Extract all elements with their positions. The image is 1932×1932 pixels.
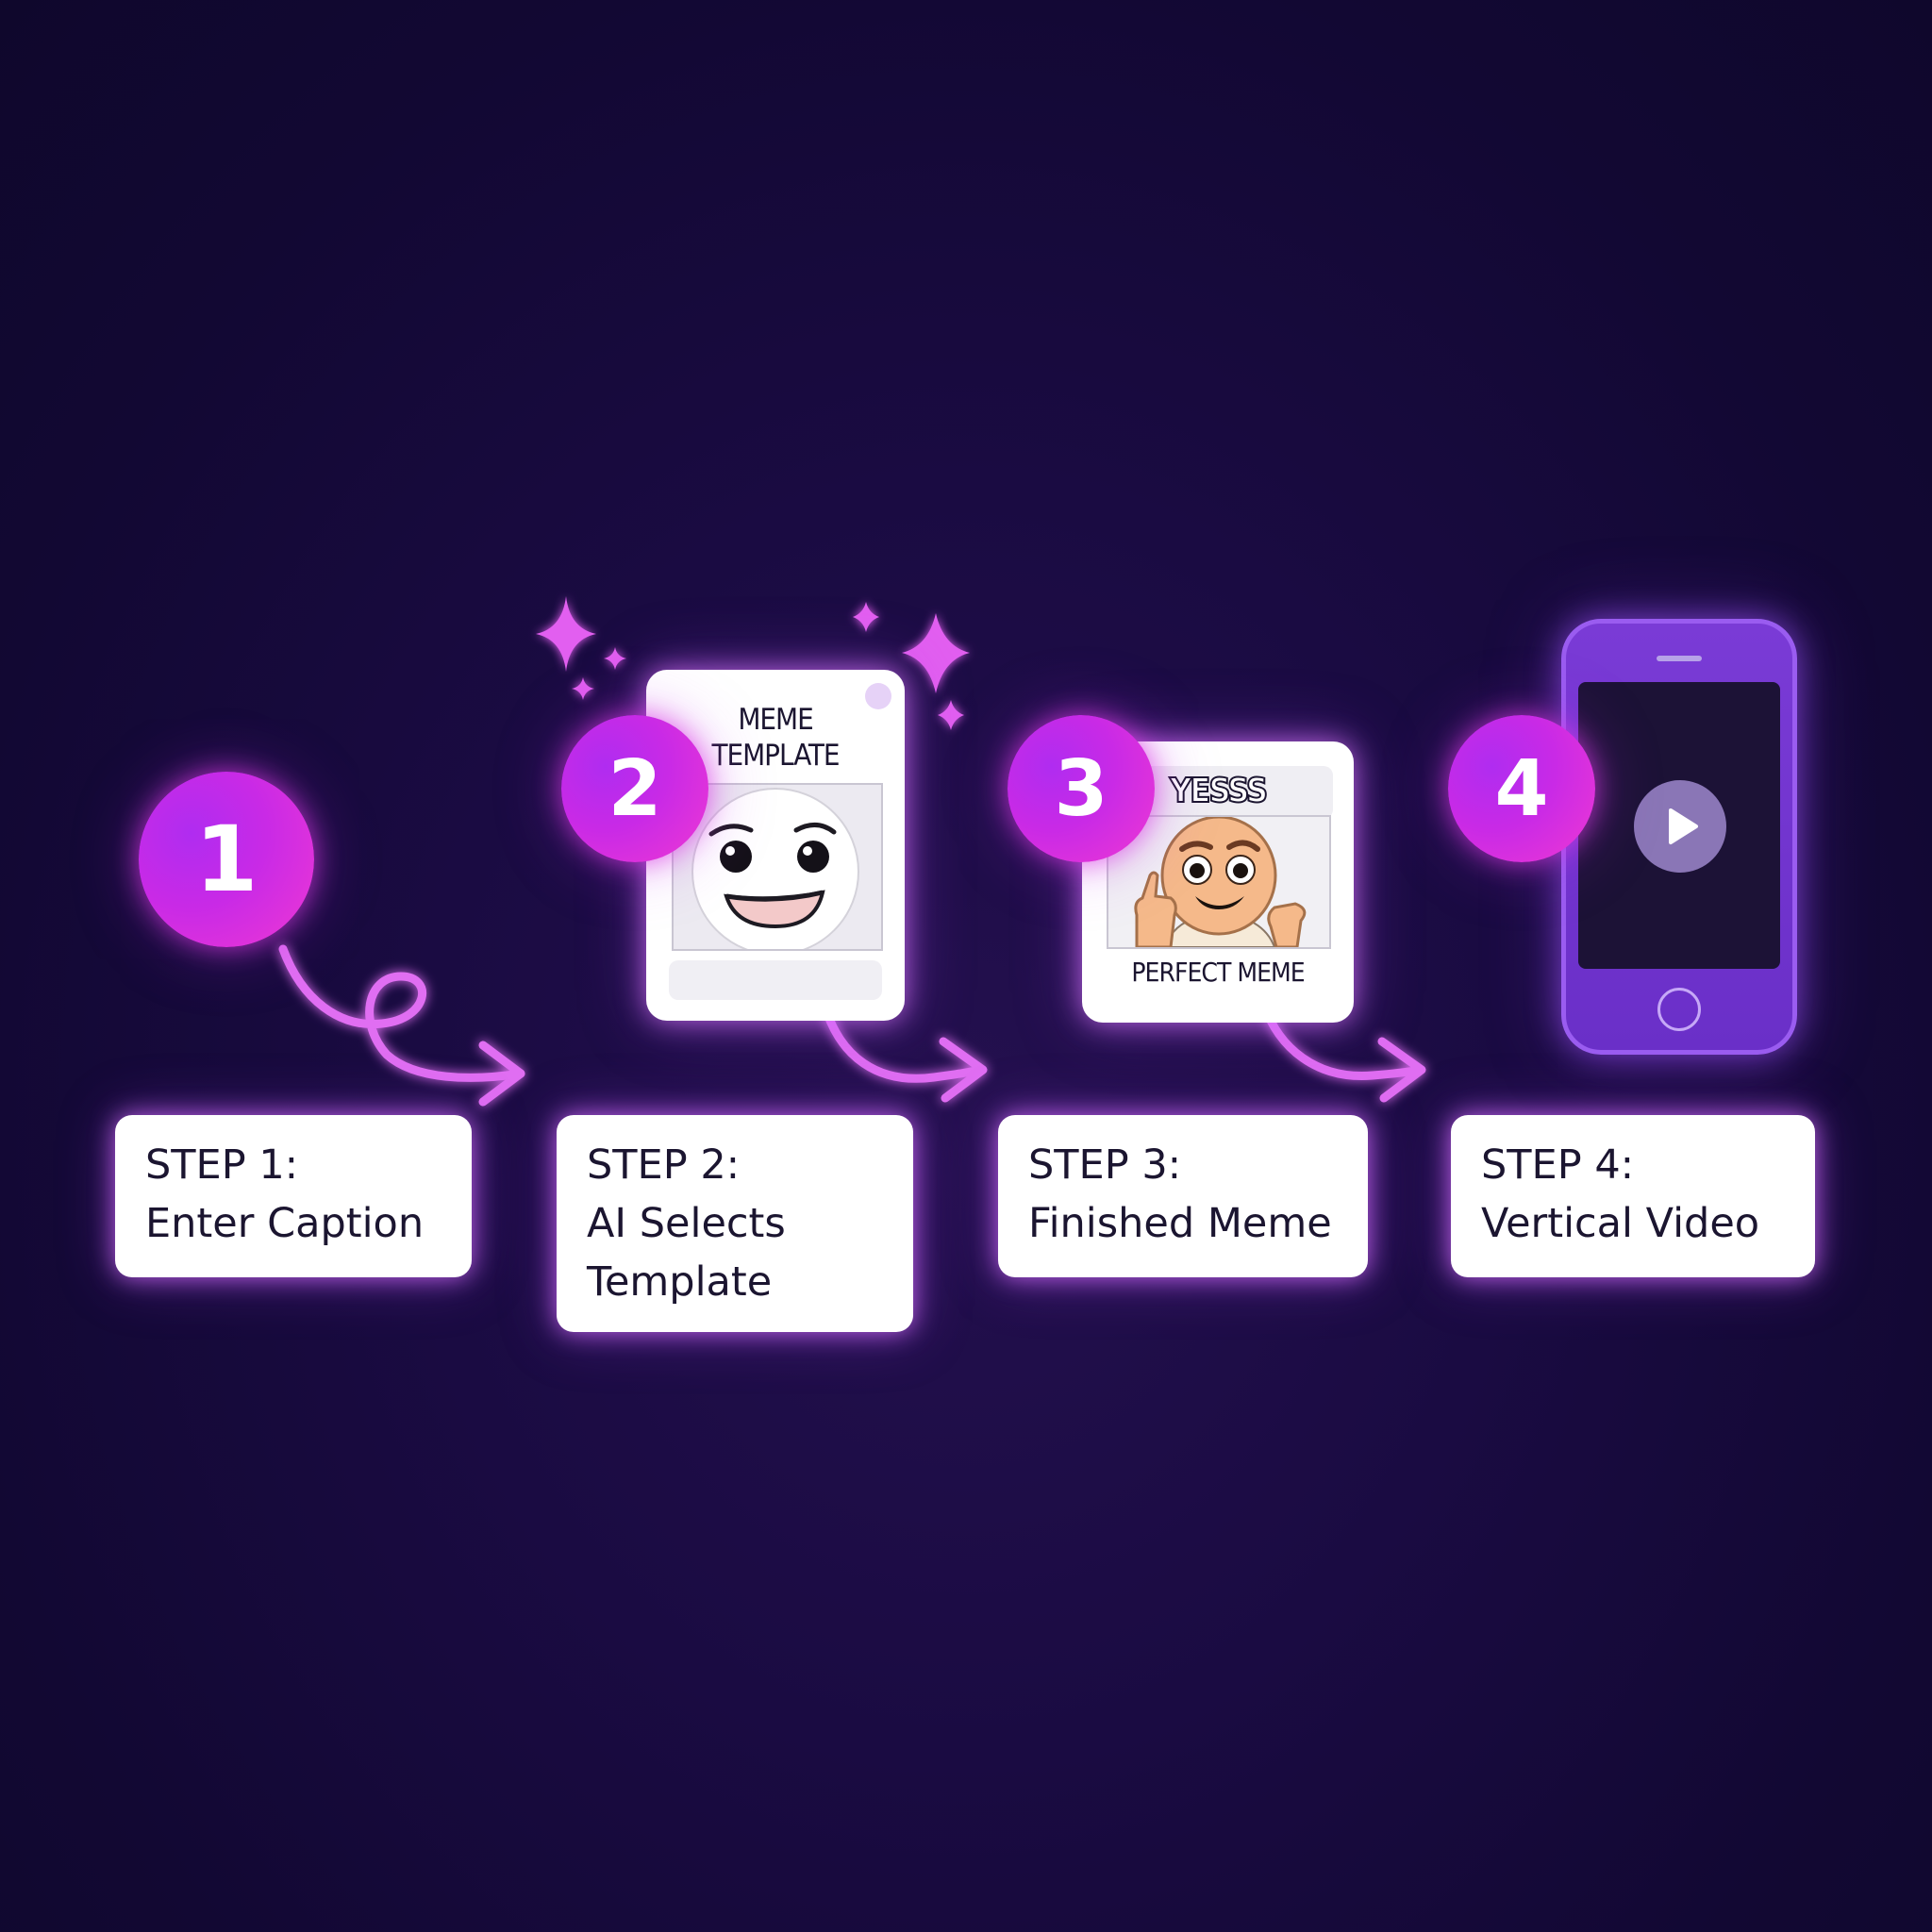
smiling-face-icon <box>691 788 859 949</box>
step-1-heading: STEP 1: <box>145 1141 299 1189</box>
step-3-description: Finished Meme <box>1028 1200 1332 1247</box>
step-1-label-box: STEP 1: Enter Caption <box>115 1115 472 1277</box>
phone-speaker <box>1657 656 1702 661</box>
step-1-description: Enter Caption <box>145 1200 425 1247</box>
phone-screen <box>1578 682 1780 969</box>
sparkle-icon <box>536 596 970 730</box>
smartphone-icon <box>1561 619 1797 1055</box>
template-title-line2: TEMPLATE <box>711 739 840 773</box>
meme-template-card: MEME TEMPLATE <box>646 670 905 1021</box>
meme-image-frame <box>1107 815 1331 949</box>
step-number-2: 2 <box>561 715 708 862</box>
step-2-heading: STEP 2: <box>587 1141 741 1189</box>
step-number-3: 3 <box>1008 715 1155 862</box>
step-number-1: 1 <box>139 772 314 947</box>
template-caption-placeholder <box>669 960 882 1000</box>
step-3-heading: STEP 3: <box>1028 1141 1182 1189</box>
step-2-label-box: STEP 2: AI Selects Template <box>557 1115 913 1332</box>
step-2-description-line1: AI Selects <box>587 1200 786 1247</box>
step-4-label-box: STEP 4: Vertical Video <box>1451 1115 1815 1277</box>
step-4-heading: STEP 4: <box>1481 1141 1635 1189</box>
arrow-step1-to-step2 <box>278 944 525 1107</box>
template-title-line1: MEME <box>738 703 813 737</box>
step-2-description-line2: Template <box>587 1258 773 1306</box>
play-triangle <box>1669 808 1698 844</box>
step-3-label-box: STEP 3: Finished Meme <box>998 1115 1368 1277</box>
play-icon[interactable] <box>1634 780 1726 873</box>
meme-bottom-text: PERFECT MEME <box>1131 957 1305 988</box>
thumbs-up-face-icon <box>1134 817 1307 947</box>
phone-home-button <box>1657 988 1701 1031</box>
step-4-description: Vertical Video <box>1481 1200 1760 1247</box>
arrow-step3-to-step4 <box>1259 1000 1426 1103</box>
step-number-4: 4 <box>1448 715 1595 862</box>
card-dot <box>865 683 891 709</box>
meme-top-text: YESSS <box>1169 771 1269 811</box>
template-image-frame <box>672 783 883 951</box>
arrow-step2-to-step3 <box>820 1000 988 1103</box>
